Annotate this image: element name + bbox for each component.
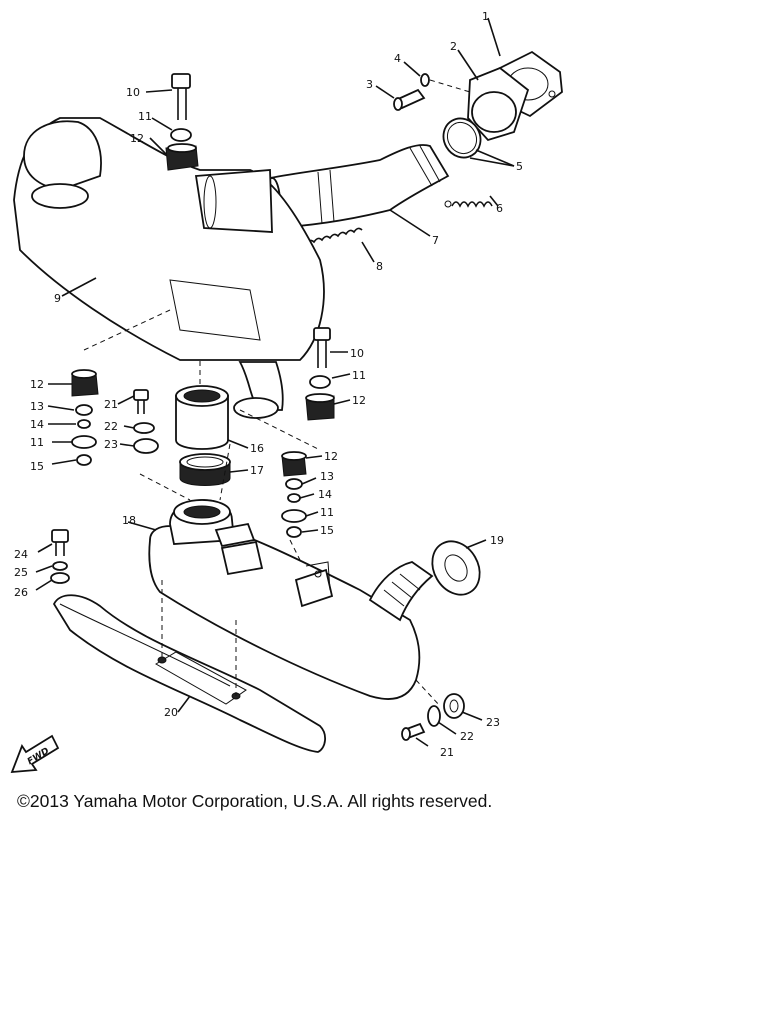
callout-23-left: 23 (104, 438, 118, 451)
callout-9: 9 (54, 292, 61, 305)
part-mid-mount-washer (309, 373, 351, 389)
callout-11-left: 11 (30, 436, 44, 449)
part-upper-mount-bolt (145, 73, 191, 120)
callout-13-right: 13 (320, 470, 334, 483)
part-right-washer-13 (285, 477, 317, 490)
callout-4: 4 (394, 52, 401, 65)
callout-22-right: 22 (460, 730, 474, 743)
part-protector-bolt (37, 529, 69, 556)
part-collar-23 (119, 438, 159, 454)
callout-10-mid: 10 (350, 347, 364, 360)
part-right-mount-rubber (281, 451, 323, 477)
part-left-washer-11 (52, 435, 97, 449)
callout-2: 2 (450, 40, 457, 53)
part-flange-washer (403, 61, 430, 87)
callout-20: 20 (164, 706, 178, 719)
part-bolt-21 (117, 389, 149, 414)
part-upper-mount-washer (151, 117, 192, 142)
callout-12-right: 12 (324, 450, 338, 463)
callout-1: 1 (482, 10, 489, 23)
part-upper-mount-rubber (149, 137, 199, 171)
part-protector-washer-26 (35, 572, 70, 591)
callout-11-mid: 11 (352, 369, 366, 382)
part-joint-pipe (175, 360, 249, 450)
callout-23-right: 23 (486, 716, 500, 729)
callout-19: 19 (490, 534, 504, 547)
part-right-washer-14 (287, 493, 315, 503)
callout-13-left: 13 (30, 400, 44, 413)
callout-10-top: 10 (126, 86, 140, 99)
callout-16: 16 (250, 442, 264, 455)
callout-22-left: 22 (104, 420, 118, 433)
callout-11-right: 11 (320, 506, 334, 519)
callout-18: 18 (122, 514, 136, 527)
part-silencer (127, 443, 441, 707)
callout-25: 25 (14, 566, 28, 579)
callout-15-right: 15 (320, 524, 334, 537)
callout-26: 26 (14, 586, 28, 599)
callout-8: 8 (376, 260, 383, 273)
part-gasket-rings (442, 117, 515, 167)
part-exhaust-flange (429, 49, 530, 142)
part-left-mount-rubber (48, 369, 99, 397)
fwd-arrow-icon: FWD (10, 734, 60, 774)
part-right-washer-11 (281, 509, 319, 523)
callout-21-right: 21 (440, 746, 454, 759)
part-left-washer-15 (51, 454, 92, 466)
part-expansion-chamber (13, 117, 325, 451)
callout-15-left: 15 (30, 460, 44, 473)
part-protector (52, 580, 326, 753)
callout-12-left: 12 (30, 378, 44, 391)
callout-labels: 1 2 3 4 5 6 7 8 9 10 11 12 10 11 12 12 1… (14, 10, 523, 759)
part-spring-small (444, 195, 499, 208)
part-protector-washer-25 (35, 561, 68, 573)
callout-14-right: 14 (318, 488, 332, 501)
callout-21-left: 21 (104, 398, 118, 411)
part-joint-gasket (179, 453, 249, 486)
part-lower-washer-22 (427, 705, 457, 735)
part-left-washer-14 (48, 419, 91, 429)
part-left-washer-13 (47, 404, 93, 416)
callout-6: 6 (496, 202, 503, 215)
callout-3: 3 (366, 78, 373, 91)
part-right-washer-15 (286, 526, 319, 538)
callout-24: 24 (14, 548, 28, 561)
callout-14-left: 14 (30, 418, 44, 431)
part-washer-22 (123, 422, 155, 434)
callout-12-top: 12 (130, 132, 144, 145)
exhaust-exploded-diagram: FWD 1 2 3 4 5 6 7 8 9 10 11 12 10 11 12 … (10, 10, 563, 774)
part-end-gasket (431, 539, 487, 596)
part-mid-mount-rubber (305, 393, 351, 421)
callout-17: 17 (250, 464, 264, 477)
part-lower-collar-23 (443, 693, 483, 721)
callout-5: 5 (516, 160, 523, 173)
copyright-notice: ©2013 Yamaha Motor Corporation, U.S.A. A… (17, 791, 493, 811)
part-lower-bolt-21 (401, 722, 429, 747)
callout-11-top: 11 (138, 110, 152, 123)
callout-7: 7 (432, 234, 439, 247)
callout-12-mid: 12 (352, 394, 366, 407)
part-flange-bolt (375, 85, 426, 111)
part-mid-mount-bolt (313, 327, 348, 368)
